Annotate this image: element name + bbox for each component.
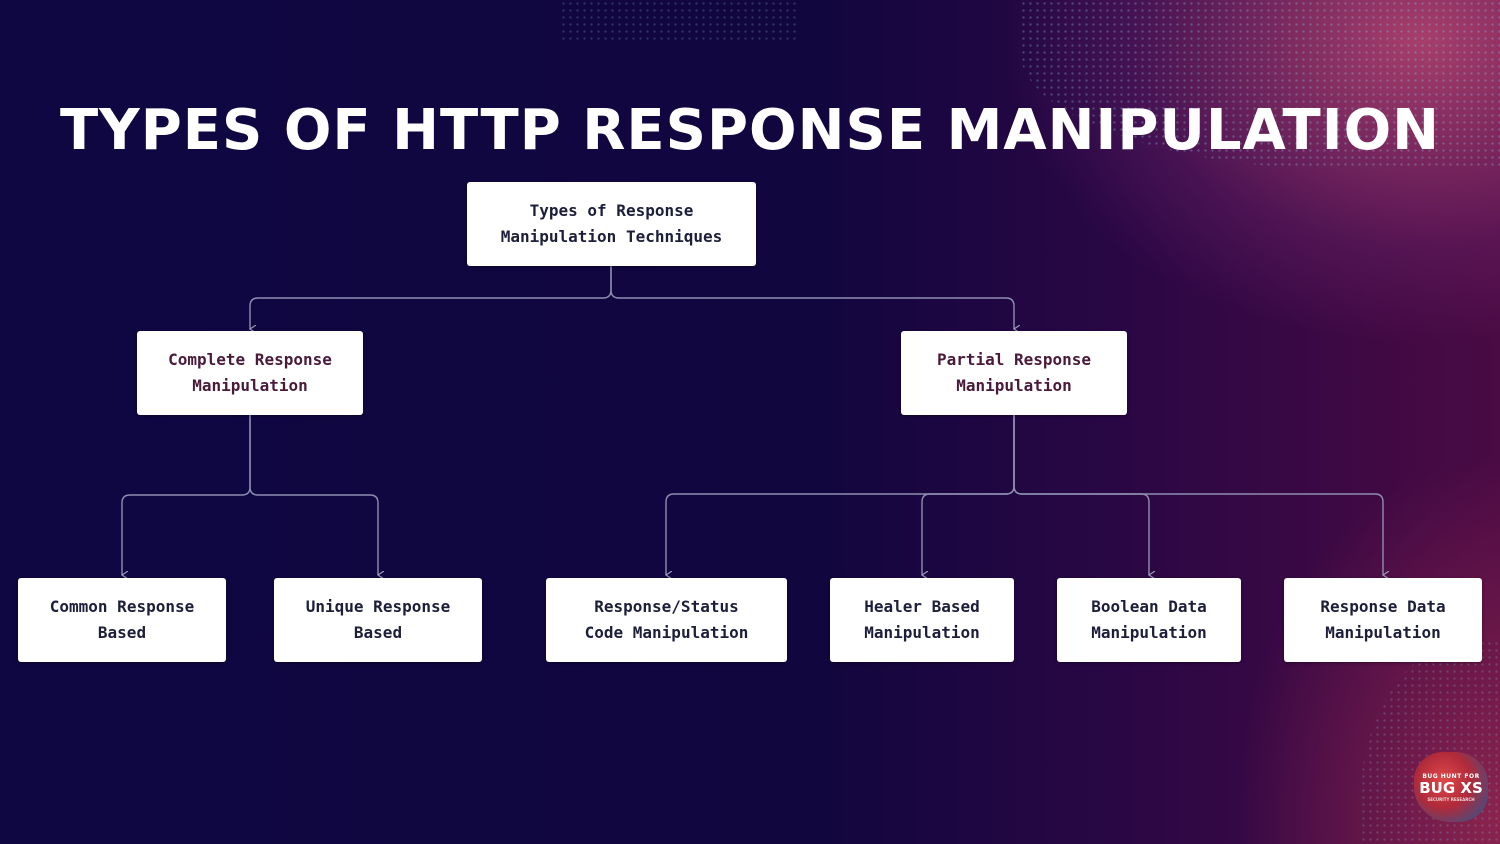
leaf-node-label: Unique Response Based	[305, 597, 451, 642]
slide-title: TYPES OF HTTP RESPONSE MANIPULATION	[59, 98, 1441, 163]
leaf-node-label: Common Response Based	[49, 597, 195, 642]
leaf-node-unique-response: Unique Response Based	[274, 578, 482, 662]
leaf-node-label: Boolean Data Manipulation	[1091, 597, 1207, 642]
branch-node-label: Complete Response Manipulation	[168, 350, 332, 395]
bugxs-logo: BUG HUNT FOR BUG XS SECURITY RESEARCH	[1414, 752, 1488, 822]
leaf-node-healer-based: Healer Based Manipulation	[830, 578, 1014, 662]
leaf-node-label: Healer Based Manipulation	[864, 597, 980, 642]
logo-main-text: BUG XS	[1419, 778, 1483, 797]
leaf-node-label: Response Data Manipulation	[1320, 597, 1446, 642]
connector-complete-common	[122, 415, 251, 575]
connector-complete-unique	[249, 415, 378, 575]
leaf-node-label: Response/Status Code Manipulation	[584, 597, 749, 642]
root-node-label: Types of Response Manipulation Technique…	[500, 201, 723, 246]
leaf-node-response-data: Response Data Manipulation	[1284, 578, 1482, 662]
root-node: Types of Response Manipulation Technique…	[467, 182, 756, 266]
leaf-node-common-response: Common Response Based	[18, 578, 226, 662]
leaf-node-status-code: Response/Status Code Manipulation	[546, 578, 787, 662]
branch-node-label: Partial Response Manipulation	[936, 350, 1092, 395]
logo-top-text: BUG HUNT FOR	[1422, 772, 1480, 780]
connector-partial-healer	[922, 415, 1015, 575]
logo-bottom-text: SECURITY RESEARCH	[1427, 796, 1475, 802]
connector-partial-data	[1013, 415, 1383, 575]
connector-partial-boolean	[1013, 415, 1149, 575]
connector-root-complete	[250, 266, 612, 329]
connector-partial-status	[666, 415, 1015, 575]
connector-root-partial	[610, 266, 1014, 329]
branch-node-complete-response: Complete Response Manipulation	[137, 331, 363, 415]
leaf-node-boolean-data: Boolean Data Manipulation	[1057, 578, 1241, 662]
branch-node-partial-response: Partial Response Manipulation	[901, 331, 1127, 415]
